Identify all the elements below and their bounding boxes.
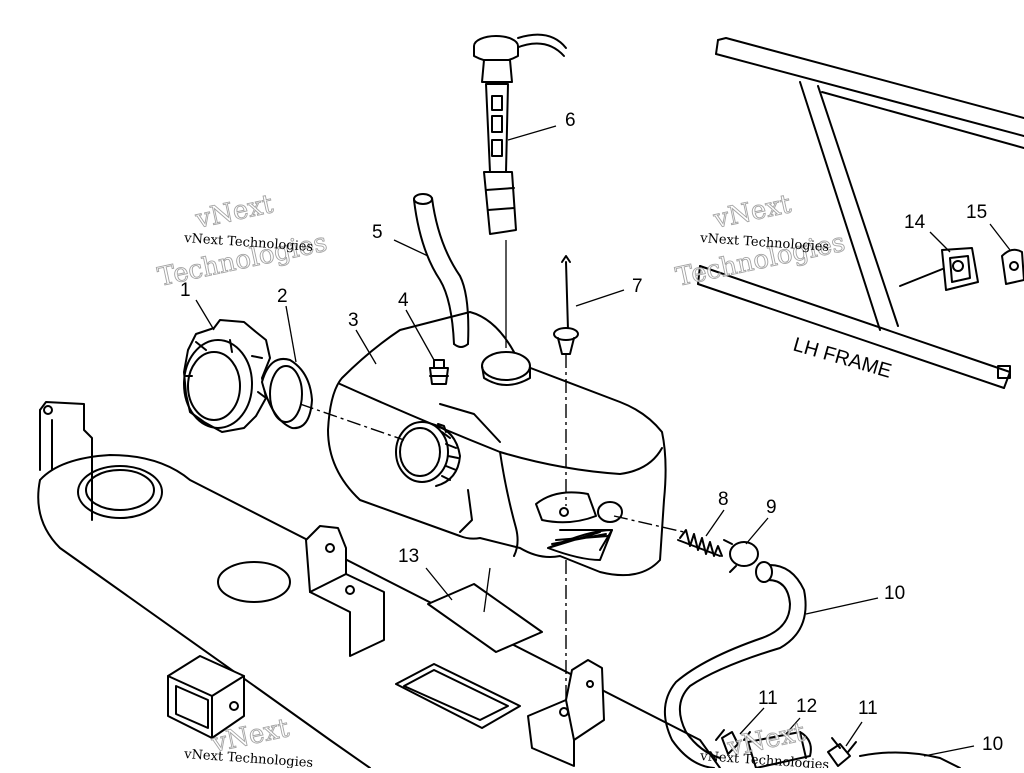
part-5-vent-hose bbox=[413, 193, 470, 348]
leader-lines bbox=[195, 125, 1011, 757]
callout-6: 6 bbox=[565, 110, 576, 131]
callout-11-right: 11 bbox=[858, 698, 878, 719]
callout-9: 9 bbox=[766, 497, 777, 518]
lh-frame-label: LH FRAME bbox=[791, 334, 894, 383]
lh-frame bbox=[697, 37, 1024, 389]
part-12-filter bbox=[747, 731, 812, 769]
part-2-gasket bbox=[261, 358, 313, 430]
watermark-left: vNext Technologies vNext Technologies bbox=[155, 189, 330, 294]
part-10-fuel-hose bbox=[663, 561, 961, 769]
callout-12: 12 bbox=[796, 696, 817, 717]
callout-14: 14 bbox=[904, 212, 926, 233]
tank-mount-bracket-left bbox=[305, 525, 385, 657]
part-4-fitting bbox=[429, 359, 449, 385]
part-13-pad bbox=[427, 567, 543, 653]
part-3-fuel-tank bbox=[327, 311, 667, 577]
callout-8: 8 bbox=[718, 489, 729, 510]
callout-15: 15 bbox=[966, 202, 987, 223]
part-11-clamp-b bbox=[827, 737, 857, 767]
part-11-clamp-a bbox=[715, 729, 751, 755]
callout-7: 7 bbox=[632, 276, 643, 297]
part-6-sending-unit bbox=[473, 33, 567, 348]
watermark-large-line1: vNext bbox=[710, 189, 794, 235]
assembly-centerline-cap bbox=[299, 403, 405, 441]
callout-10-upper: 10 bbox=[884, 583, 905, 604]
part-14-clip bbox=[941, 247, 979, 291]
callouts: 1 2 3 4 5 6 7 8 9 10 10 11 11 12 13 14 1… bbox=[180, 110, 1003, 755]
part-9-clamp bbox=[723, 539, 759, 573]
tank-mount-bracket-right bbox=[527, 659, 605, 767]
callout-10-lower: 10 bbox=[982, 734, 1003, 755]
callout-1: 1 bbox=[180, 280, 191, 301]
part-15-bracket bbox=[1001, 248, 1024, 285]
callout-2: 2 bbox=[277, 286, 288, 307]
callout-5: 5 bbox=[372, 222, 383, 243]
callout-11-left: 11 bbox=[758, 688, 778, 709]
callout-3: 3 bbox=[348, 310, 359, 331]
chassis-tray bbox=[37, 401, 721, 769]
watermark-large-line1: vNext bbox=[192, 189, 276, 235]
assembly-centerline-outlet bbox=[613, 515, 685, 533]
part-8-spring bbox=[677, 529, 723, 557]
callout-13: 13 bbox=[398, 546, 419, 567]
callout-4: 4 bbox=[398, 290, 409, 311]
watermark-right: vNext Technologies vNext Technologies bbox=[673, 189, 848, 294]
part-7-rod bbox=[553, 255, 579, 700]
part-1-fuel-cap bbox=[183, 319, 271, 433]
